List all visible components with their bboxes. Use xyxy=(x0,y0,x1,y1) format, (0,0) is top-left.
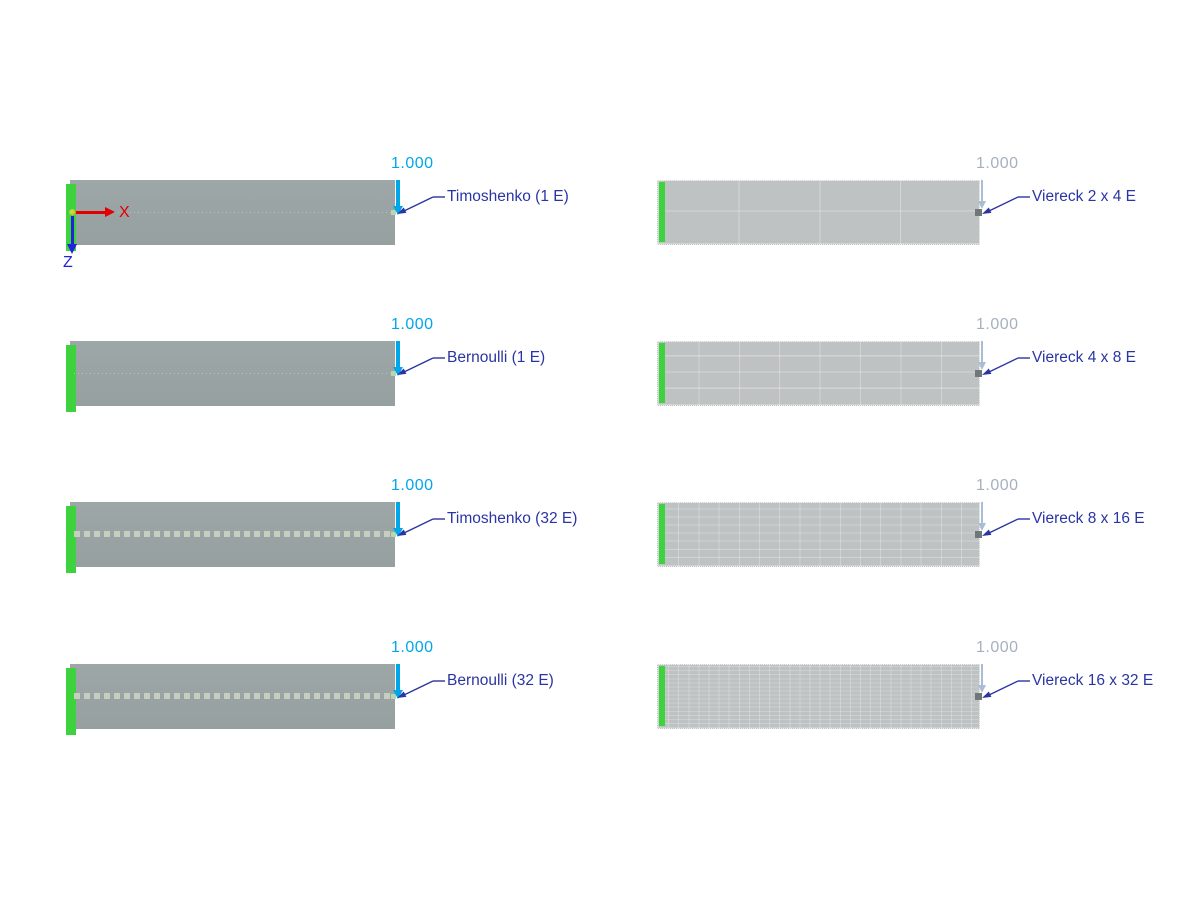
load-arrow-icon xyxy=(981,341,983,362)
model-panel-timoshenko-32e: 1.000 Timoshenko (32 E) xyxy=(66,477,610,622)
model-panel-bernoulli-1e: 1.000 Bernoulli (1 E) xyxy=(66,316,610,461)
model-panel-timoshenko-1e: 1.000 Timoshenko (1 E) X Z xyxy=(63,155,610,300)
beam-centerline xyxy=(74,373,392,374)
support-strip[interactable] xyxy=(659,504,665,564)
load-arrow-icon xyxy=(396,180,400,206)
load-value-label: 1.000 xyxy=(976,639,1019,656)
model-panel-viereck-4x8: 1.000 Viereck 4 x 8 E xyxy=(657,316,1197,461)
model-panel-bernoulli-32e: 1.000 Bernoulli (32 E) xyxy=(66,639,610,784)
plate-surface[interactable] xyxy=(657,341,980,406)
z-axis-arrowhead-icon xyxy=(67,244,77,254)
load-arrowhead-icon xyxy=(393,206,403,215)
beam-centerline xyxy=(74,212,392,213)
load-value-label: 1.000 xyxy=(976,477,1019,494)
leader-arrow-icon xyxy=(982,196,1030,214)
support-strip[interactable] xyxy=(66,668,76,735)
beam-centerline xyxy=(74,693,392,699)
load-arrow-icon xyxy=(396,341,400,367)
load-arrowhead-icon xyxy=(978,685,986,693)
model-label: Viereck 2 x 4 E xyxy=(1032,188,1136,205)
model-label: Bernoulli (1 E) xyxy=(447,349,546,366)
load-value-label: 1.000 xyxy=(391,316,434,333)
support-strip[interactable] xyxy=(66,506,76,573)
plate-surface[interactable] xyxy=(657,664,980,729)
x-axis-label: X xyxy=(119,204,130,221)
model-label: Viereck 4 x 8 E xyxy=(1032,349,1136,366)
load-arrowhead-icon xyxy=(393,528,403,537)
support-strip[interactable] xyxy=(659,343,665,403)
x-axis-arrow-icon xyxy=(73,211,105,214)
leader-arrow-icon xyxy=(397,196,445,214)
leader-arrow-icon xyxy=(982,518,1030,536)
model-label: Viereck 16 x 32 E xyxy=(1032,672,1154,689)
load-arrow-icon xyxy=(396,664,400,690)
load-arrow-icon xyxy=(981,180,983,201)
load-arrow-icon xyxy=(981,502,983,523)
support-strip[interactable] xyxy=(659,666,665,726)
model-label: Bernoulli (32 E) xyxy=(447,672,554,689)
model-label: Timoshenko (32 E) xyxy=(447,510,578,527)
x-axis-arrowhead-icon xyxy=(105,207,115,217)
leader-arrow-icon xyxy=(982,680,1030,698)
load-arrowhead-icon xyxy=(978,362,986,370)
model-panel-viereck-2x4: 1.000 Viereck 2 x 4 E xyxy=(657,155,1197,300)
leader-arrow-icon xyxy=(397,357,445,375)
beam-centerline xyxy=(74,531,392,537)
mesh-node[interactable] xyxy=(975,370,982,377)
axis-origin-dot xyxy=(69,209,76,216)
load-value-label: 1.000 xyxy=(391,477,434,494)
model-label: Timoshenko (1 E) xyxy=(447,188,569,205)
plate-surface[interactable] xyxy=(657,502,980,567)
load-value-label: 1.000 xyxy=(391,155,434,172)
support-strip[interactable] xyxy=(66,345,76,412)
load-arrowhead-icon xyxy=(978,523,986,531)
mesh-node[interactable] xyxy=(975,693,982,700)
plate-surface[interactable] xyxy=(657,180,980,245)
load-arrowhead-icon xyxy=(978,201,986,209)
leader-arrow-icon xyxy=(397,680,445,698)
model-panel-viereck-16x32: 1.000 Viereck 16 x 32 E xyxy=(657,639,1197,784)
mesh-node[interactable] xyxy=(975,531,982,538)
leader-arrow-icon xyxy=(397,518,445,536)
mesh-node[interactable] xyxy=(975,209,982,216)
load-arrow-icon xyxy=(396,502,400,528)
load-value-label: 1.000 xyxy=(976,316,1019,333)
load-value-label: 1.000 xyxy=(976,155,1019,172)
z-axis-arrow-icon xyxy=(71,213,74,244)
load-arrowhead-icon xyxy=(393,367,403,376)
z-axis-label: Z xyxy=(63,254,73,271)
load-arrow-icon xyxy=(981,664,983,685)
support-strip[interactable] xyxy=(659,182,665,242)
model-label: Viereck 8 x 16 E xyxy=(1032,510,1145,527)
load-value-label: 1.000 xyxy=(391,639,434,656)
load-arrowhead-icon xyxy=(393,690,403,699)
model-panel-viereck-8x16: 1.000 Viereck 8 x 16 E xyxy=(657,477,1197,622)
leader-arrow-icon xyxy=(982,357,1030,375)
